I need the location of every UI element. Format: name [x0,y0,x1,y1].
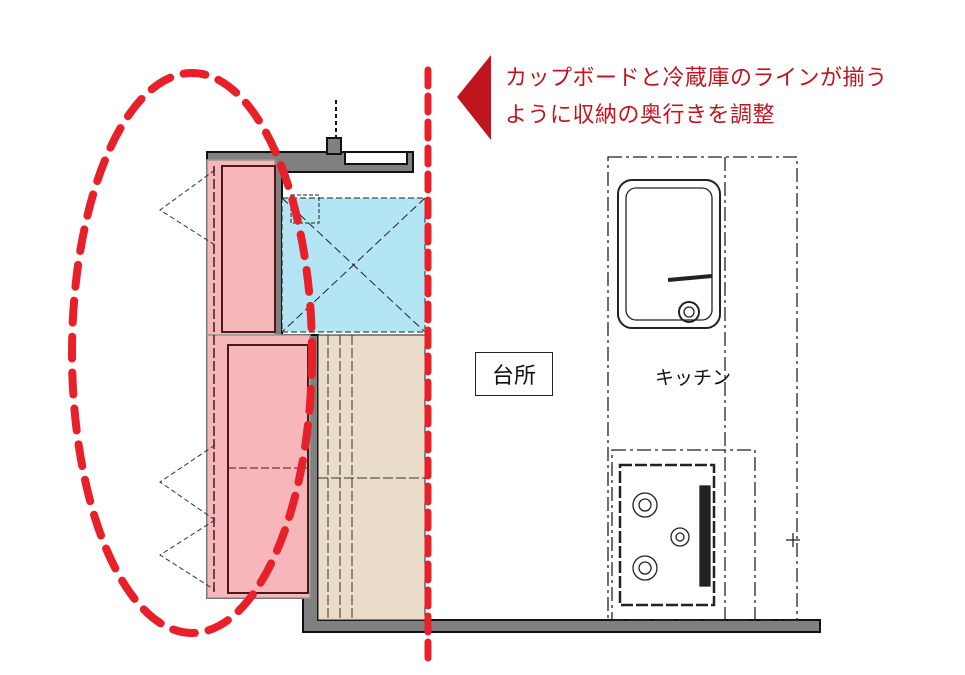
highlight-ellipse [68,69,316,637]
storage-shelf [317,334,426,621]
refrigerator [281,194,426,333]
window [344,151,408,165]
kitchen-counter [607,156,800,621]
annotation-line-1: カップボードと冷蔵庫のラインが揃う [505,66,888,91]
room-label-daidokoro: 台所 [475,352,553,396]
cupboard [159,159,311,599]
kitchen-label: キッチン [655,367,732,389]
pointer-arrow-icon [457,55,491,140]
annotation-line-2: ように収納の奥行きを調整 [505,103,776,128]
